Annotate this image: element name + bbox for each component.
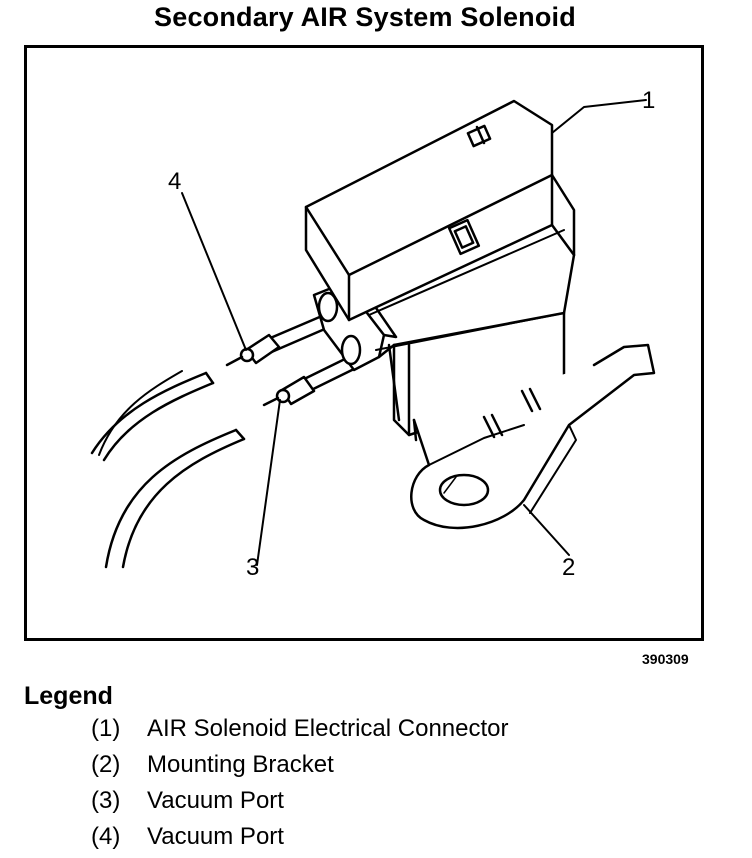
solenoid-body [375, 311, 566, 437]
solenoid-illustration: 1 2 3 4 [90, 87, 656, 581]
callout-4: 4 [168, 168, 181, 195]
legend-label: Vacuum Port [147, 823, 284, 850]
leader-lines [181, 99, 647, 566]
legend-heading: Legend [24, 682, 113, 710]
callout-2: 2 [562, 554, 575, 581]
legend-label: AIR Solenoid Electrical Connector [147, 715, 509, 742]
legend-number: (1) [91, 715, 121, 742]
electrical-connector [304, 99, 576, 322]
mounting-bracket [410, 343, 656, 530]
vacuum-port-4 [225, 311, 336, 367]
legend-number: (2) [91, 751, 121, 778]
legend-number: (4) [91, 823, 121, 850]
figure-id: 390309 [642, 651, 689, 667]
legend-item: (3) Vacuum Port [91, 786, 509, 822]
vacuum-hoses [90, 370, 246, 569]
legend-item: (2) Mounting Bracket [91, 750, 509, 786]
figure-frame: 1 2 3 4 [24, 45, 704, 641]
legend-list: (1) AIR Solenoid Electrical Connector (2… [91, 714, 509, 858]
vacuum-port-3 [262, 355, 356, 407]
legend-label: Vacuum Port [147, 787, 284, 814]
callout-1: 1 [642, 87, 655, 114]
diagram-title: Secondary AIR System Solenoid [154, 2, 576, 32]
callout-3: 3 [246, 554, 259, 581]
legend-item: (4) Vacuum Port [91, 822, 509, 858]
legend-item: (1) AIR Solenoid Electrical Connector [91, 714, 509, 750]
legend-number: (3) [91, 787, 121, 814]
legend-label: Mounting Bracket [147, 751, 334, 778]
